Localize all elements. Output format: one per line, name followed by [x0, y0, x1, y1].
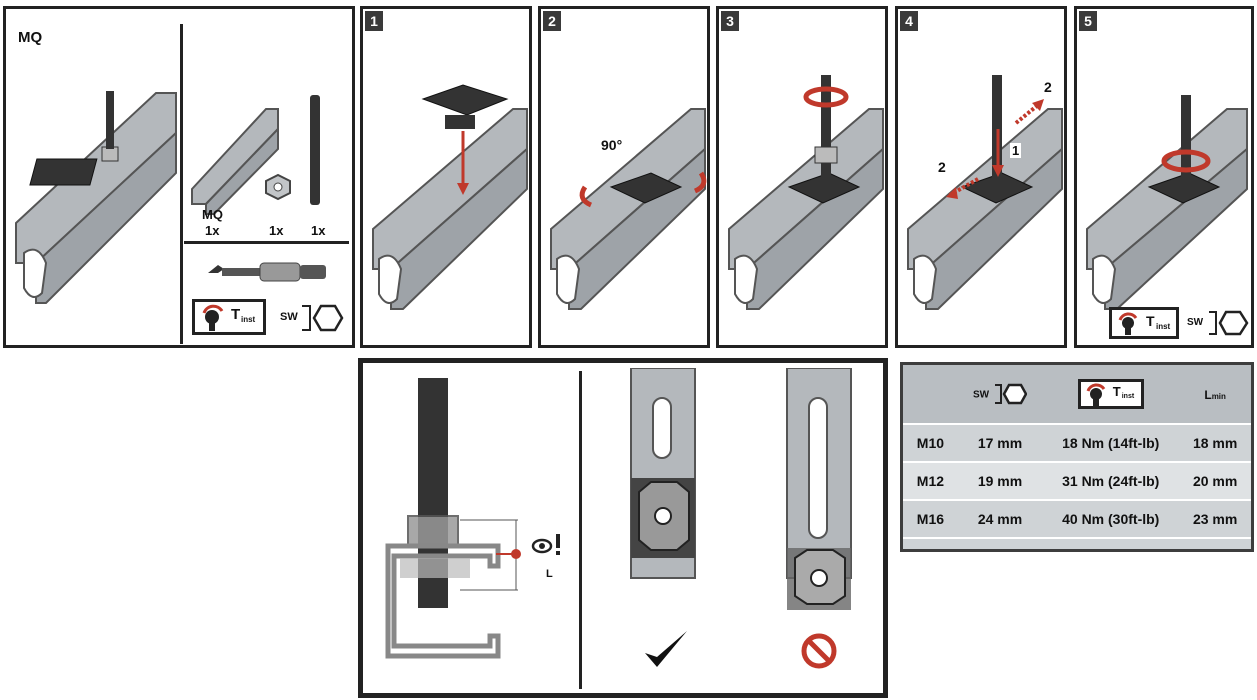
step-3-panel: 3 [716, 6, 888, 348]
length-label: L [546, 568, 553, 580]
sw-label: SW [280, 311, 298, 323]
incorrect-installation-illustration [786, 368, 852, 610]
row-torque: 40 Nm (30ft-lb) [1042, 500, 1180, 539]
table-header-row: SW T inst Lmin [903, 365, 1251, 425]
part-qty-nut: 1x [269, 223, 284, 238]
table-row: M10 17 mm 18 Nm (14ft-lb) 18 mm [903, 424, 1251, 463]
row-lmin: 18 mm [1179, 424, 1251, 463]
row-torque: 18 Nm (14ft-lb) [1042, 424, 1180, 463]
torque-icon: T inst [192, 299, 266, 335]
correct-installation-illustration [630, 368, 696, 579]
step-5-torque-symbol: T [1146, 313, 1155, 329]
step-4-push-label: 1 [1010, 143, 1022, 158]
table-row: M12 19 mm 31 Nm (24ft-lb) 20 mm [903, 462, 1251, 501]
step-3-illustration [728, 75, 884, 310]
step-2-panel: 2 90° [538, 6, 710, 348]
step-5-torque-sub: inst [1156, 322, 1171, 331]
step-5-number: 5 [1079, 11, 1097, 31]
checkmark-icon [645, 631, 687, 667]
sw-wrench-size-icon: SW [278, 303, 348, 333]
divider-horizontal [184, 241, 349, 244]
table-row: M16 24 mm 40 Nm (30ft-lb) 23 mm [903, 500, 1251, 539]
step-2-number: 2 [543, 11, 561, 31]
header-torque-icon: T inst [1077, 379, 1144, 409]
prohibited-icon [801, 633, 837, 669]
header-lmin-sub: min [1211, 392, 1226, 401]
divider-vertical [180, 24, 183, 344]
cross-section-illustration [385, 378, 560, 659]
row-sw: 17 mm [957, 424, 1043, 463]
overview-title: MQ [18, 29, 43, 46]
row-size: M12 [903, 462, 958, 501]
rotation-angle-label: 90° [601, 137, 623, 153]
step-5-sw-label: SW [1187, 317, 1204, 328]
row-sw: 19 mm [957, 462, 1043, 501]
spec-table: SW T inst Lmin [900, 362, 1254, 552]
step-1-number: 1 [365, 11, 383, 31]
header-lmin: Lmin [1179, 365, 1251, 425]
assembled-channel-illustration [15, 91, 177, 304]
check-divider [579, 371, 582, 689]
step-5-sw-icon: SW [1187, 309, 1251, 337]
overview-panel: MQ MQ 1x 1x 1x T inst SW [3, 6, 355, 348]
step-5-panel: 5 T inst SW [1074, 6, 1254, 348]
part-label-channel: MQ [202, 207, 223, 222]
step-3-number: 3 [721, 11, 739, 31]
step-4-panel: 4 2 2 1 [895, 6, 1067, 348]
row-sw: 24 mm [957, 500, 1043, 539]
spec-table-grid: SW T inst Lmin [903, 365, 1251, 539]
step-4-illustration [907, 75, 1063, 310]
wrench-icon [208, 262, 326, 282]
parts-illustration [191, 95, 320, 215]
header-torque-symbol: T [1112, 384, 1121, 399]
header-sw-label: SW [973, 389, 990, 401]
row-size: M10 [903, 424, 958, 463]
part-qty-channel: 1x [205, 223, 220, 238]
row-torque: 31 Nm (24ft-lb) [1042, 462, 1180, 501]
header-sw: SW [957, 365, 1043, 425]
step-4-arrow-label-right: 2 [1044, 79, 1052, 95]
header-lmin-symbol: L [1204, 388, 1212, 402]
torque-sub: inst [241, 315, 256, 324]
torque-symbol: T [231, 306, 241, 323]
row-size: M16 [903, 500, 958, 539]
hex-wrench-icon [995, 383, 1028, 405]
step-1-panel: 1 [360, 6, 532, 348]
step-5-torque-icon: T inst [1109, 307, 1179, 339]
step-4-number: 4 [900, 11, 918, 31]
step-1-illustration [372, 84, 528, 310]
installation-check-panel: L [358, 358, 888, 698]
header-size [903, 365, 958, 425]
header-torque-sub: inst [1121, 393, 1135, 400]
header-torque: T inst [1042, 365, 1180, 425]
step-2-illustration [550, 108, 707, 310]
step-5-illustration [1086, 95, 1248, 310]
row-lmin: 23 mm [1179, 500, 1251, 539]
row-lmin: 20 mm [1179, 462, 1251, 501]
step-4-arrow-label-left: 2 [938, 159, 946, 175]
part-qty-rod: 1x [311, 223, 326, 238]
